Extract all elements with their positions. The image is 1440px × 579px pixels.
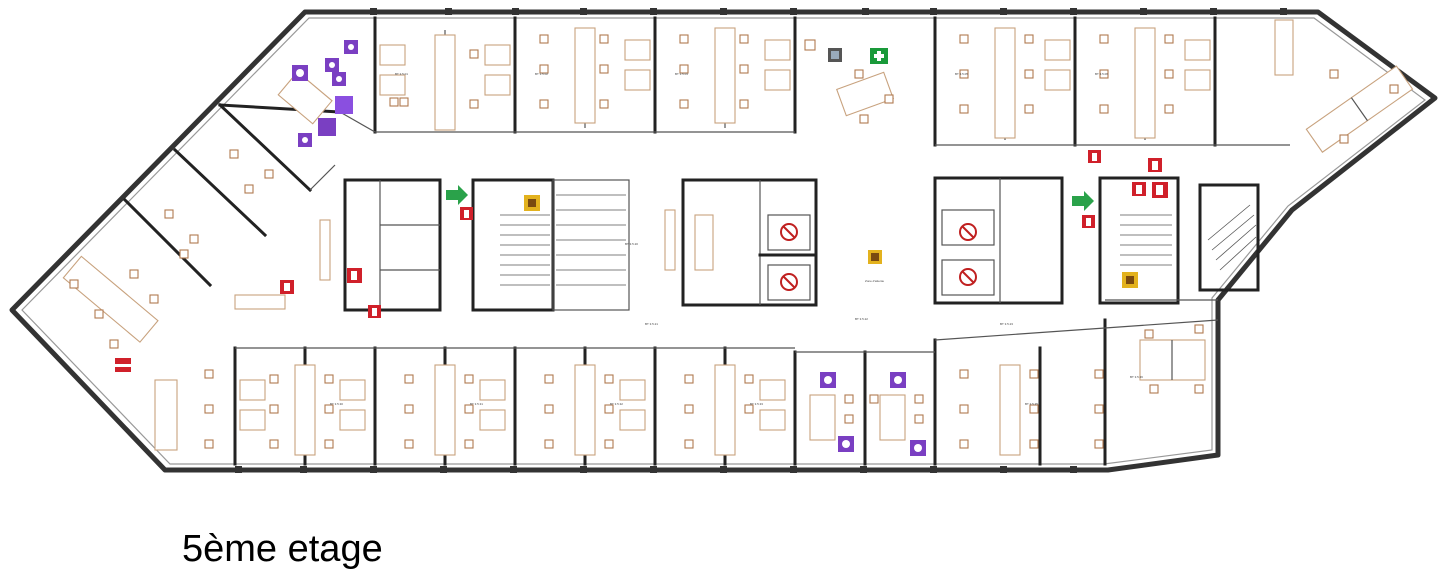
fire-extinguisher-icon [1152, 182, 1168, 198]
accessibility-icon [332, 72, 346, 86]
accessibility-icon [335, 96, 353, 114]
svg-text:BT 3.5.02: BT 3.5.02 [535, 72, 548, 76]
left-office-walls [122, 102, 376, 288]
warning-icon [868, 250, 882, 264]
fire-extinguisher-icon [1132, 182, 1146, 196]
fire-extinguisher-icon [368, 305, 381, 318]
elevator-no-use-icon [780, 273, 798, 291]
svg-text:BT 3.5.30: BT 3.5.30 [330, 402, 343, 406]
fire-extinguisher-icon [1088, 150, 1101, 163]
svg-text:BT 3.5.36: BT 3.5.36 [1130, 375, 1143, 379]
fire-extinguisher-icon [347, 268, 362, 283]
accessibility-icon [890, 372, 906, 388]
building-outline [9, 9, 1438, 473]
svg-text:BT 3.5.35: BT 3.5.35 [1025, 402, 1038, 406]
core-left [343, 178, 630, 312]
core-center [681, 178, 818, 307]
fire-extinguisher-icon [1082, 215, 1095, 228]
floor-plan: BT 3.5.01 BT 3.5.02 BT 3.5.03 BT 3.5.05 BT… [9, 8, 1438, 473]
accessibility-icon [292, 65, 308, 81]
accessibility-icon [344, 40, 358, 54]
svg-text:BT 3.5.05: BT 3.5.05 [955, 72, 968, 76]
accessibility-icon [820, 372, 836, 388]
svg-text:BT 3.5.20: BT 3.5.20 [625, 242, 638, 246]
fire-extinguisher-icon [280, 280, 294, 294]
fire-extinguisher-icon [460, 207, 473, 220]
svg-text:BT 3.5.21: BT 3.5.21 [645, 322, 658, 326]
accessibility-icon [298, 133, 312, 147]
core-right [933, 176, 1260, 305]
exit-arrow-icon [1072, 191, 1094, 211]
accessibility-icon [318, 118, 336, 136]
furniture [62, 19, 1414, 456]
room-labels: BT 3.5.01 BT 3.5.02 BT 3.5.03 BT 3.5.05 BT… [330, 72, 1143, 406]
window-mullions [235, 8, 1287, 473]
elevator-no-use-icon [959, 223, 977, 241]
exit-arrow-icon [446, 185, 468, 205]
svg-text:BT 3.5.33: BT 3.5.33 [750, 402, 763, 406]
svg-text:BT 3.5.32: BT 3.5.32 [610, 402, 623, 406]
elevator-no-use-icon [780, 223, 798, 241]
accessibility-icon [838, 436, 854, 452]
svg-text:BT 3.5.01: BT 3.5.01 [395, 72, 408, 76]
floor-caption: 5ème etage [182, 528, 383, 570]
warning-icon [524, 195, 540, 211]
svg-text:BT 3.5.22: BT 3.5.22 [855, 317, 868, 321]
svg-text:Zone d'attente: Zone d'attente [865, 279, 884, 283]
fire-extinguisher-icon [1148, 158, 1162, 172]
svg-text:BT 3.5.03: BT 3.5.03 [675, 72, 688, 76]
first-aid-icon [870, 48, 888, 64]
svg-text:BT 3.5.23: BT 3.5.23 [1000, 322, 1013, 326]
accessibility-icon [325, 58, 339, 72]
fire-extinguisher-icon [115, 358, 131, 372]
accessibility-icon [910, 440, 926, 456]
svg-text:BT 3.5.06: BT 3.5.06 [1095, 72, 1108, 76]
defibrillator-icon [828, 48, 842, 62]
elevator-no-use-icon [959, 268, 977, 286]
building-outline-inner [21, 17, 1426, 465]
warning-icon [1122, 272, 1138, 288]
svg-text:BT 3.5.31: BT 3.5.31 [470, 402, 483, 406]
